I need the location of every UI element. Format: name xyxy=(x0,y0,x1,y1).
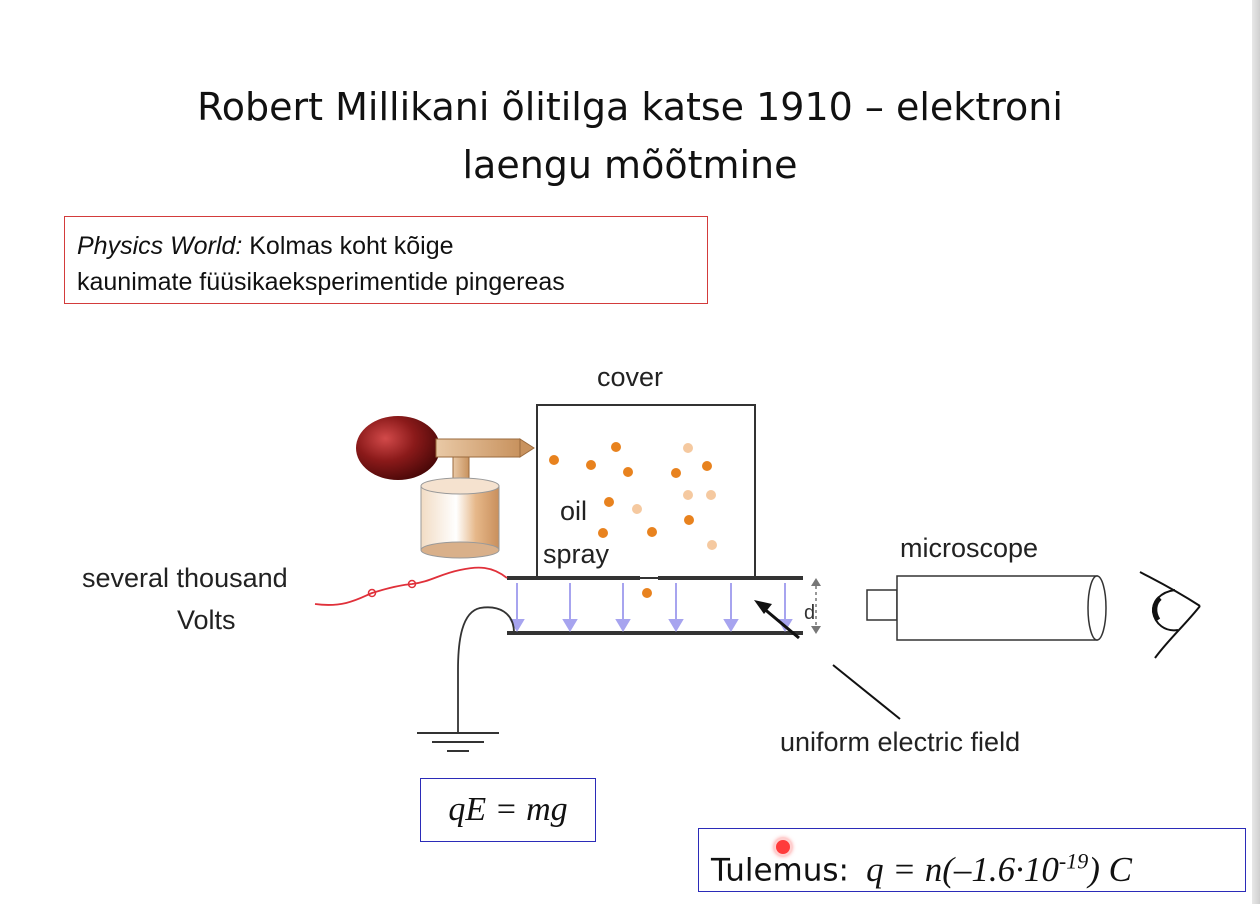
result-formula-main: q = n(–1.6·10 xyxy=(866,849,1059,889)
voltage-label-line-2: Volts xyxy=(177,605,236,635)
oil-label: oil xyxy=(560,496,587,526)
d-label: d xyxy=(804,602,815,624)
voltage-label-line-1: several thousand xyxy=(82,563,288,593)
cover-label: cover xyxy=(597,362,663,392)
result-box: Tulemus: q = n(–1.6·10-19) C xyxy=(698,828,1246,892)
eye-icon xyxy=(1139,571,1201,659)
field-label: uniform electric field xyxy=(780,727,1020,757)
quote-source: Physics World: xyxy=(77,232,243,260)
result-formula-tail: ) C xyxy=(1088,849,1132,889)
field-arrows xyxy=(509,583,793,632)
equation-text: qE = mg xyxy=(448,791,568,828)
title-line-2: laengu mõõtmine xyxy=(462,143,798,187)
oil-jar xyxy=(420,485,500,551)
nozzle-tip xyxy=(519,438,535,458)
cover-box xyxy=(536,404,756,579)
quote-box: Physics World: Kolmas koht kõige kaunima… xyxy=(64,216,708,304)
quote-text-1: Kolmas koht kõige xyxy=(242,232,454,260)
ground-wire xyxy=(457,606,515,733)
title-line-1: Robert Millikani õlitilga katse 1910 – e… xyxy=(197,85,1063,129)
result-formula-exponent: -19 xyxy=(1058,848,1089,873)
slide-title: Robert Millikani õlitilga katse 1910 – e… xyxy=(100,78,1160,194)
spray-label: spray xyxy=(543,539,610,569)
microscope-label: microscope xyxy=(900,533,1038,563)
field-pointer-arrow xyxy=(761,605,800,640)
quote-text-2: kaunimate füüsikaeksperimentide pingerea… xyxy=(77,268,565,296)
result-label: Tulemus: xyxy=(711,852,850,889)
pointer-cursor xyxy=(774,838,792,856)
atomizer-nozzle xyxy=(435,438,521,458)
atomizer-bulb xyxy=(356,416,440,480)
result-formula: q = n(–1.6·10-19) C xyxy=(866,848,1132,889)
equation-box: qE = mg xyxy=(420,778,596,842)
microscope xyxy=(866,575,1107,641)
field-label-pointer xyxy=(832,664,901,720)
oil-droplets xyxy=(549,442,717,598)
voltage-wire xyxy=(314,566,508,606)
window-edge xyxy=(1252,0,1260,904)
